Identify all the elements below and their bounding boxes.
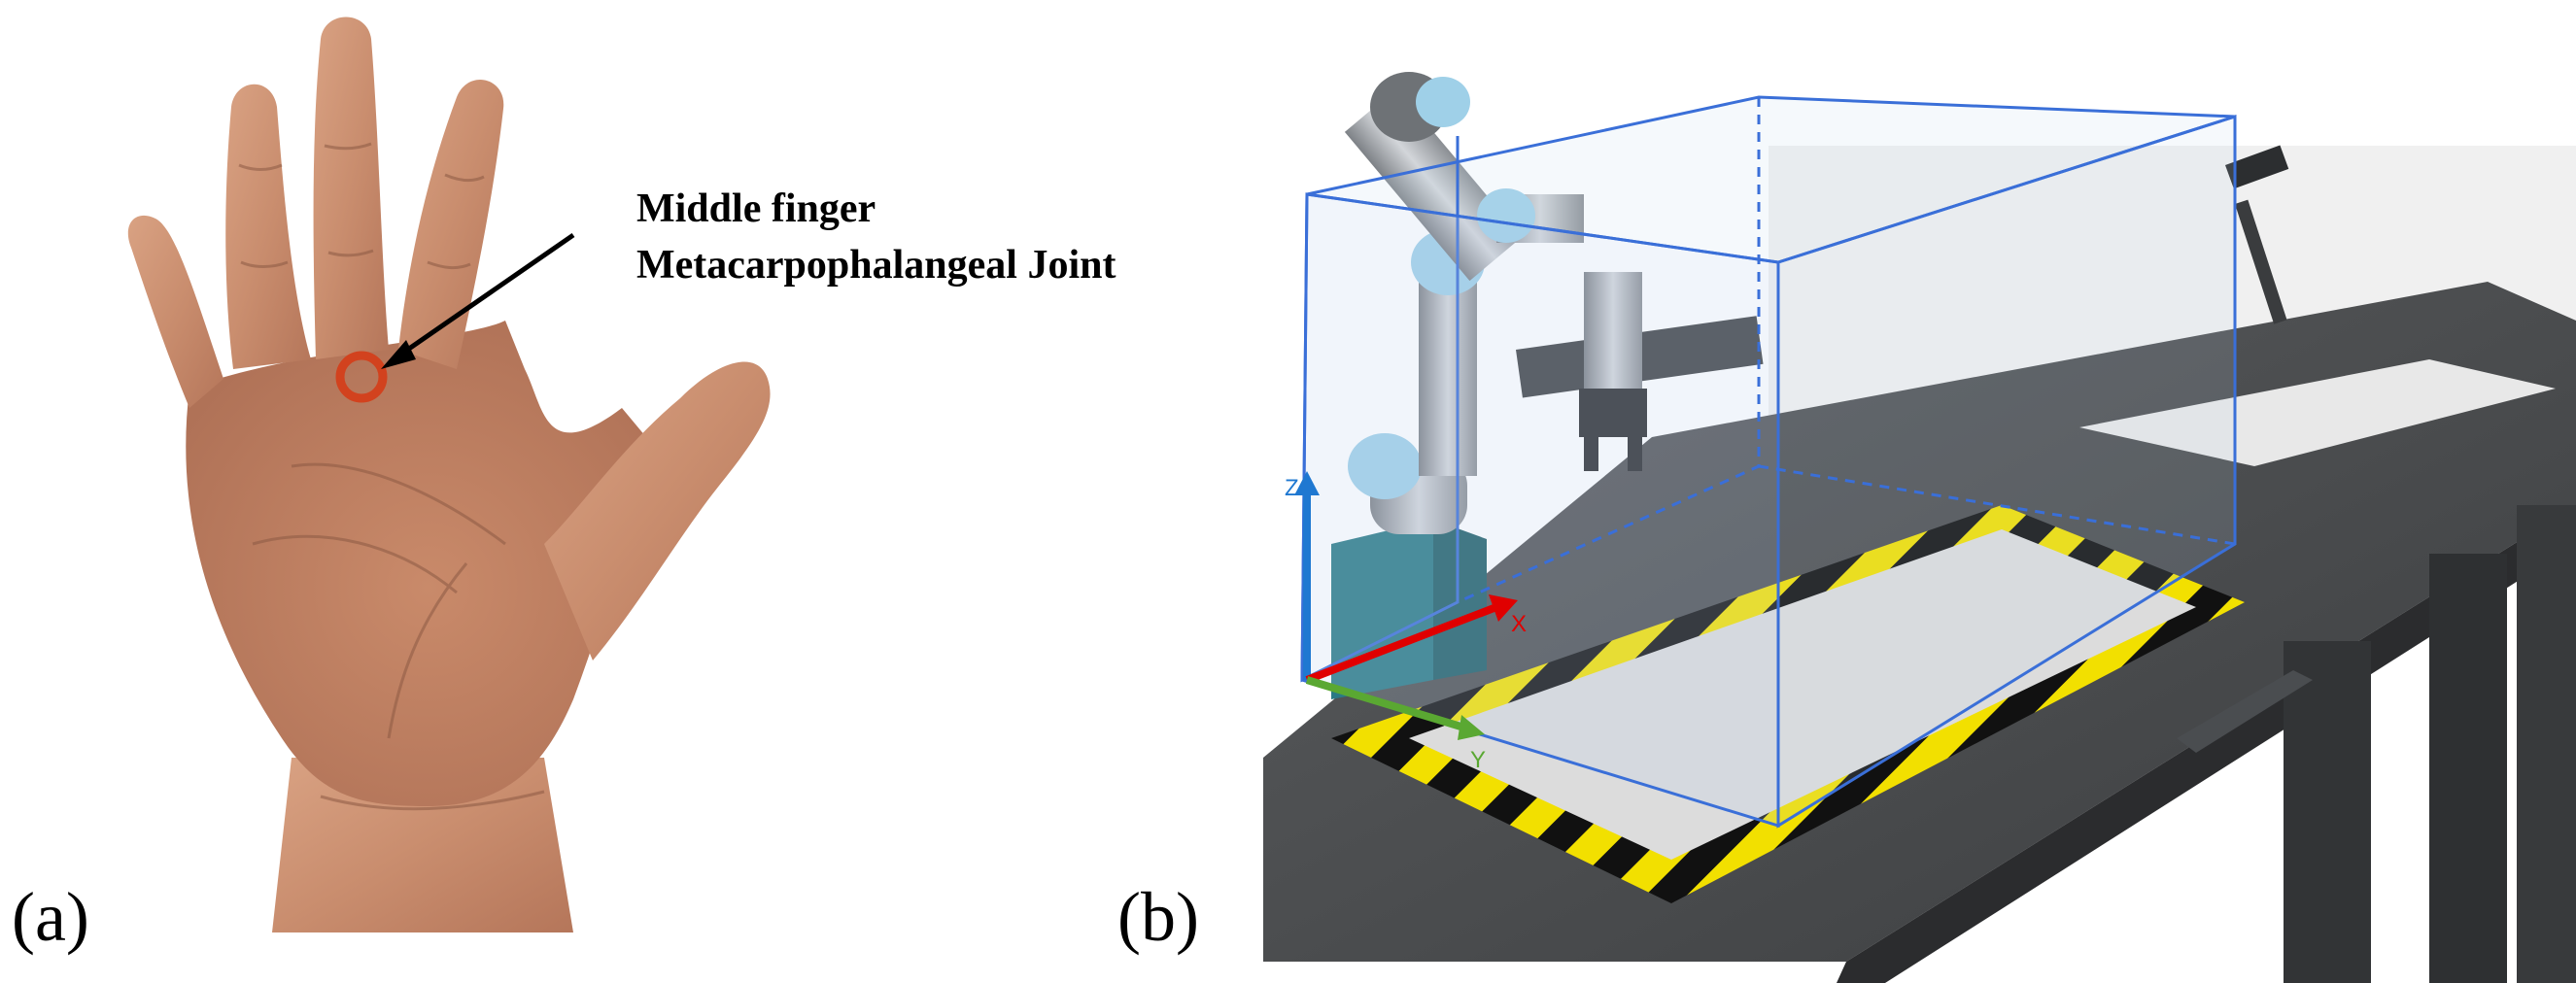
side-plate — [2079, 359, 2556, 466]
robot-pedestal-side — [1433, 520, 1487, 680]
coordinate-axes: Z X Y — [1285, 471, 1527, 773]
workspace-box — [1300, 95, 2237, 829]
middle-finger — [313, 17, 389, 359]
little-finger — [127, 215, 223, 408]
x-axis — [1305, 603, 1498, 684]
x-axis-label: X — [1511, 611, 1527, 637]
annotation-line-2: Metacarpophalangeal Joint — [636, 243, 1116, 288]
robot-arm — [1344, 72, 1647, 534]
camera — [2225, 145, 2289, 189]
work-mat — [1409, 529, 2196, 860]
robot-pedestal — [1331, 520, 1433, 699]
panel-label-a: (a) — [12, 878, 89, 956]
y-axis — [1305, 676, 1469, 732]
arrow-head — [381, 340, 416, 369]
joint-annotation: Middle finger Metacarpophalangeal Joint — [636, 181, 1116, 293]
hand-illustration — [127, 17, 771, 932]
z-axis-label: Z — [1285, 475, 1299, 501]
index-finger — [398, 80, 504, 370]
table-leg-2 — [2429, 554, 2507, 983]
tool-tray — [2177, 670, 2313, 753]
ring-finger — [225, 84, 311, 369]
panel-label-b: (b) — [1117, 878, 1199, 956]
annotation-line-1: Middle finger — [636, 186, 876, 231]
joint-marker — [335, 351, 388, 403]
annotation-arrow — [392, 232, 575, 362]
panel-a: Middle finger Metacarpophalangeal Joint — [0, 0, 1234, 983]
thumb — [544, 361, 771, 661]
robot-workcell-render: Z X Y — [1263, 0, 2576, 983]
camera-stand — [2235, 199, 2287, 324]
table-leg-1 — [2284, 641, 2371, 983]
palm — [186, 321, 670, 806]
table-leg-3 — [2517, 505, 2576, 983]
y-axis-label: Y — [1470, 747, 1486, 773]
panel-b: Z X Y — [1263, 0, 2576, 983]
